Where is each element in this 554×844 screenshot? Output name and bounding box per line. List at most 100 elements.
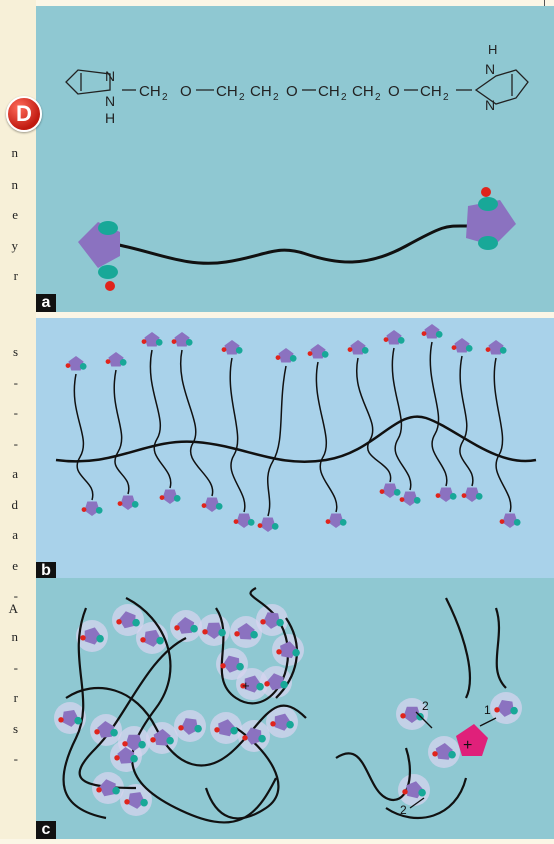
pentagon [402,491,418,506]
teal-dot [418,788,426,797]
teal-dot [236,662,244,671]
pentagon [502,513,518,528]
red-dot [399,497,405,502]
right-ring-nh: N [485,61,495,77]
pentagon [260,517,276,532]
teal-dot [130,754,138,763]
aggregate-unit [400,706,424,723]
pentagon [263,612,281,629]
pendant-bottom-unit [379,483,401,498]
red-dot [105,359,111,364]
pentagon [454,338,470,353]
teal-dot [397,337,405,344]
red-dot [178,725,184,731]
red-dot [221,347,227,352]
red-dot [58,717,64,723]
strip-char: r [13,268,18,283]
left-teal-top [98,221,118,235]
pendant-top-unit [485,340,507,355]
pendant-top-unit [383,330,405,345]
teal-dot [339,519,347,526]
pendant-top-unit [65,356,87,371]
arrow-label-2b: 2 [400,803,407,817]
pendant-chain [429,341,448,487]
pendant-bottom-unit [257,517,279,532]
teal-dot [435,331,443,338]
pendant-top-unit [421,324,443,339]
left-zinc-complex [78,221,120,291]
pentagon [205,622,223,639]
pentagon [328,513,344,528]
pentagon [497,700,514,717]
pentagon [204,497,220,512]
aggregate-unit [220,655,244,673]
red-dot [201,503,207,508]
pentagon [223,655,240,673]
panel-c-label: c [36,821,56,839]
svg-text:2: 2 [162,92,168,103]
strip-char: s [12,344,18,359]
pendant-bottom-unit [117,495,139,510]
strip-char: r [13,690,18,705]
pendant-top-unit [451,338,473,353]
pendant-top-unit [105,352,127,367]
pentagon [310,344,326,359]
strip-char: A [8,601,18,616]
teal-dot [286,720,294,729]
strip-char: a [12,466,18,481]
pentagon [62,710,79,727]
strip-char: s [12,721,18,736]
strip-char: - [13,375,18,390]
teal-dot [258,734,266,743]
plus-sign-left: + [242,678,250,693]
pentagon [236,513,252,528]
pendant-chain [391,347,412,491]
teal-dot [449,493,457,500]
red-dot [116,619,122,625]
teal-dot [235,347,243,354]
red-dot [220,663,226,669]
teal-dot [185,339,193,346]
pentagon [382,483,398,498]
pentagon [99,779,116,797]
pentagon [267,673,284,691]
aggregate-unit [124,792,148,809]
left-ring-nh: N [105,93,115,109]
red-dot [242,735,248,741]
aggregate-unit [214,719,238,737]
svg-text:CH: CH [352,83,374,100]
pentagon [224,340,240,355]
teal-dot [465,345,473,352]
strip-char: a [12,527,18,542]
teal-dot [292,648,300,657]
magenta-pentagon [456,724,488,756]
pendant-chain [355,357,392,483]
pendant-chain [459,355,474,487]
red-dot [202,629,208,635]
red-dot [240,683,246,689]
red-dot [94,729,100,735]
strip-char: n [11,145,19,160]
teal-dot [513,519,521,526]
teal-dot [112,786,120,795]
pentagon [386,330,402,345]
svg-text:O: O [286,83,298,100]
pentagon [488,340,504,355]
red-dot [383,337,389,342]
left-ring-h: H [105,110,115,126]
pentagon [144,629,161,647]
pentagon [125,734,143,751]
teal-dot [271,523,279,530]
aggregate-unit [174,617,198,634]
red-dot [122,741,128,747]
pendant-bottom-unit [233,513,255,528]
aggregate-unit [264,673,288,691]
svg-text:2: 2 [443,92,449,103]
red-dot [264,681,270,687]
red-dot [65,363,71,368]
red-dot [421,331,427,336]
teal-dot [155,339,163,346]
teal-dot [190,624,198,633]
pentagon [174,332,190,347]
strip-char: n [11,177,19,192]
